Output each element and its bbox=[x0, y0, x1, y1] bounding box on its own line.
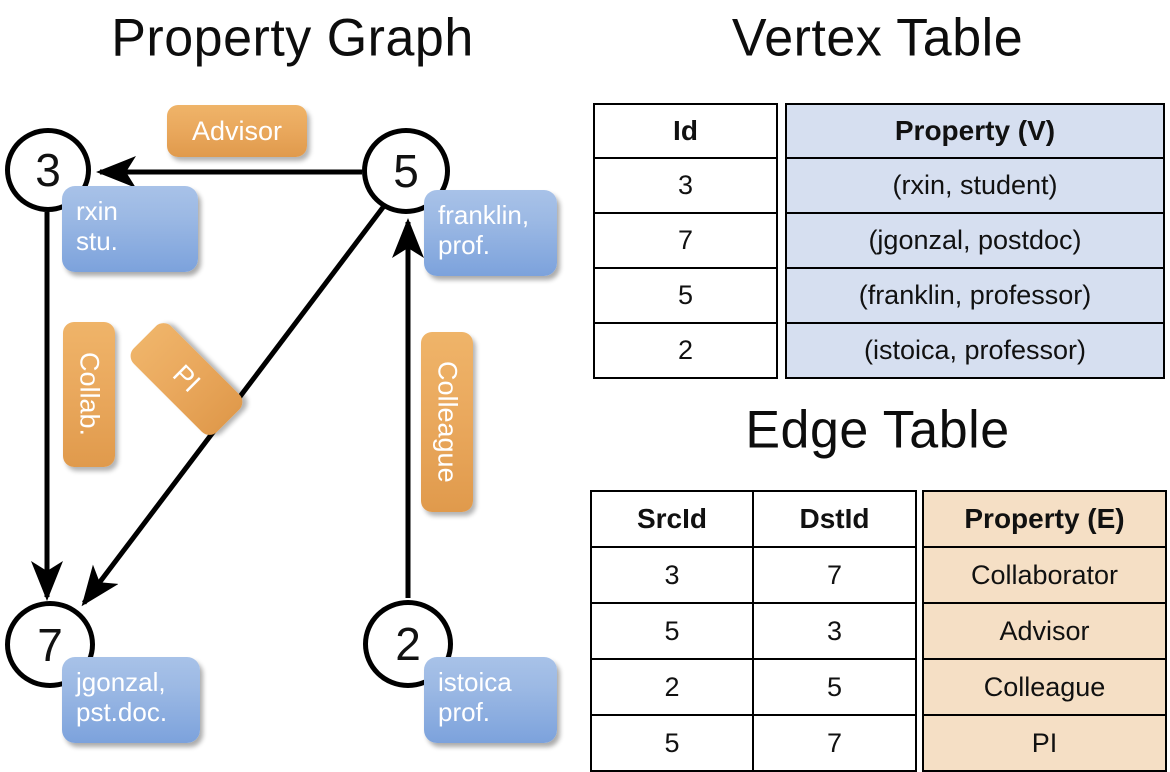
edge-table-cell-dstid: 5 bbox=[752, 658, 917, 716]
edge-table-ids-columns: SrcId DstId 3 7 5 3 2 5 5 7 bbox=[589, 490, 917, 772]
edge-label-advisor: Advisor bbox=[167, 105, 307, 157]
table-header-row: Property (V) bbox=[785, 103, 1165, 159]
table-row: 2 5 bbox=[589, 658, 917, 716]
edge-table-cell-property: Collaborator bbox=[922, 546, 1167, 604]
graph-node-7-label: 7 bbox=[37, 618, 63, 671]
vertex-table-id-column: Id 3 7 5 2 bbox=[593, 103, 778, 379]
edge-table-cell-srcid: 5 bbox=[589, 714, 755, 772]
vertex-property-2-line1: istoica bbox=[438, 667, 512, 697]
vertex-table-property-column: Property (V) (rxin, student) (jgonzal, p… bbox=[785, 103, 1165, 379]
edge-table-cell-dstid: 7 bbox=[752, 714, 917, 772]
vertex-property-7-line2: pst.doc. bbox=[76, 697, 168, 728]
vertex-table-cell-id: 7 bbox=[593, 212, 778, 269]
edge-table-cell-property: Colleague bbox=[922, 658, 1167, 716]
edge-table-cell-srcid: 2 bbox=[589, 658, 755, 716]
property-graph-diagram: 3 5 7 2 rxin stu. franklin, prof. jgonza… bbox=[0, 0, 585, 760]
table-row: 5 7 bbox=[589, 714, 917, 772]
page-title-vertex-table: Vertex Table bbox=[731, 8, 1024, 68]
edge-label-colleague: Colleague bbox=[421, 332, 473, 512]
vertex-table-cell-id: 2 bbox=[593, 322, 778, 379]
edge-label-advisor-text: Advisor bbox=[191, 115, 283, 146]
vertex-property-5-line2: prof. bbox=[438, 230, 491, 261]
edge-label-colleague-text: Colleague bbox=[432, 361, 463, 483]
edge-label-pi-text: PI bbox=[167, 359, 207, 399]
vertex-property-5-line1: franklin, bbox=[438, 200, 530, 230]
table-header-row: SrcId DstId bbox=[589, 490, 917, 548]
vertex-property-3-line2: stu. bbox=[76, 226, 118, 257]
edge-table-cell-property: Advisor bbox=[922, 602, 1167, 660]
edge-label-collab: Collab. bbox=[63, 322, 115, 467]
edge-table-cell-property: PI bbox=[922, 714, 1167, 772]
table-row: (istoica, professor) bbox=[785, 322, 1165, 379]
edge-table-property-column: Property (E) Collaborator Advisor Collea… bbox=[922, 490, 1167, 772]
edge-table-cell-dstid: 7 bbox=[752, 546, 917, 604]
table-row: Colleague bbox=[922, 658, 1167, 716]
vertex-property-3-line1: rxin bbox=[76, 196, 118, 226]
vertex-property-7-line1: jgonzal, bbox=[76, 667, 166, 697]
table-row: (jgonzal, postdoc) bbox=[785, 212, 1165, 269]
table-row: 2 bbox=[593, 322, 778, 379]
vertex-table-header-property: Property (V) bbox=[785, 103, 1165, 159]
edge-table-cell-srcid: 3 bbox=[589, 546, 755, 604]
edge-label-collab-text: Collab. bbox=[74, 352, 105, 437]
edge-table-cell-srcid: 5 bbox=[589, 602, 755, 660]
graph-node-3-label: 3 bbox=[35, 144, 61, 196]
graph-node-2-label: 2 bbox=[395, 618, 421, 670]
table-header-row: Property (E) bbox=[922, 490, 1167, 548]
vertex-property-box-3: rxin stu. bbox=[62, 186, 198, 272]
vertex-table-header-id: Id bbox=[593, 103, 778, 159]
graph-node-5-label: 5 bbox=[393, 145, 419, 197]
vertex-property-box-5: franklin, prof. bbox=[424, 190, 557, 276]
table-row: 5 bbox=[593, 267, 778, 324]
vertex-table-cell-id: 3 bbox=[593, 157, 778, 214]
edge-table-header-dstid: DstId bbox=[752, 490, 917, 548]
page-title-property-graph: Property Graph bbox=[111, 8, 474, 68]
vertex-table-cell-property: (franklin, professor) bbox=[785, 267, 1165, 324]
table-row: PI bbox=[922, 714, 1167, 772]
table-row: 3 bbox=[593, 157, 778, 214]
edge-table-header-srcid: SrcId bbox=[589, 490, 755, 548]
vertex-table-cell-property: (rxin, student) bbox=[785, 157, 1165, 214]
vertex-table-cell-property: (jgonzal, postdoc) bbox=[785, 212, 1165, 269]
vertex-property-2-line2: prof. bbox=[438, 697, 491, 728]
vertex-table-cell-id: 5 bbox=[593, 267, 778, 324]
table-row: 5 3 bbox=[589, 602, 917, 660]
table-row: 3 7 bbox=[589, 546, 917, 604]
vertex-property-box-2: istoica prof. bbox=[424, 657, 557, 743]
page-title-edge-table: Edge Table bbox=[745, 400, 1010, 460]
edge-table-header-property: Property (E) bbox=[922, 490, 1167, 548]
table-row: Collaborator bbox=[922, 546, 1167, 604]
table-header-row: Id bbox=[593, 103, 778, 159]
table-row: Advisor bbox=[922, 602, 1167, 660]
table-row: (rxin, student) bbox=[785, 157, 1165, 214]
table-row: 7 bbox=[593, 212, 778, 269]
vertex-table-cell-property: (istoica, professor) bbox=[785, 322, 1165, 379]
graph-node-5[interactable]: 5 bbox=[362, 128, 450, 214]
table-row: (franklin, professor) bbox=[785, 267, 1165, 324]
vertex-property-box-7: jgonzal, pst.doc. bbox=[62, 657, 200, 743]
edge-table-cell-dstid: 3 bbox=[752, 602, 917, 660]
graph-node-2[interactable]: 2 bbox=[363, 600, 453, 688]
